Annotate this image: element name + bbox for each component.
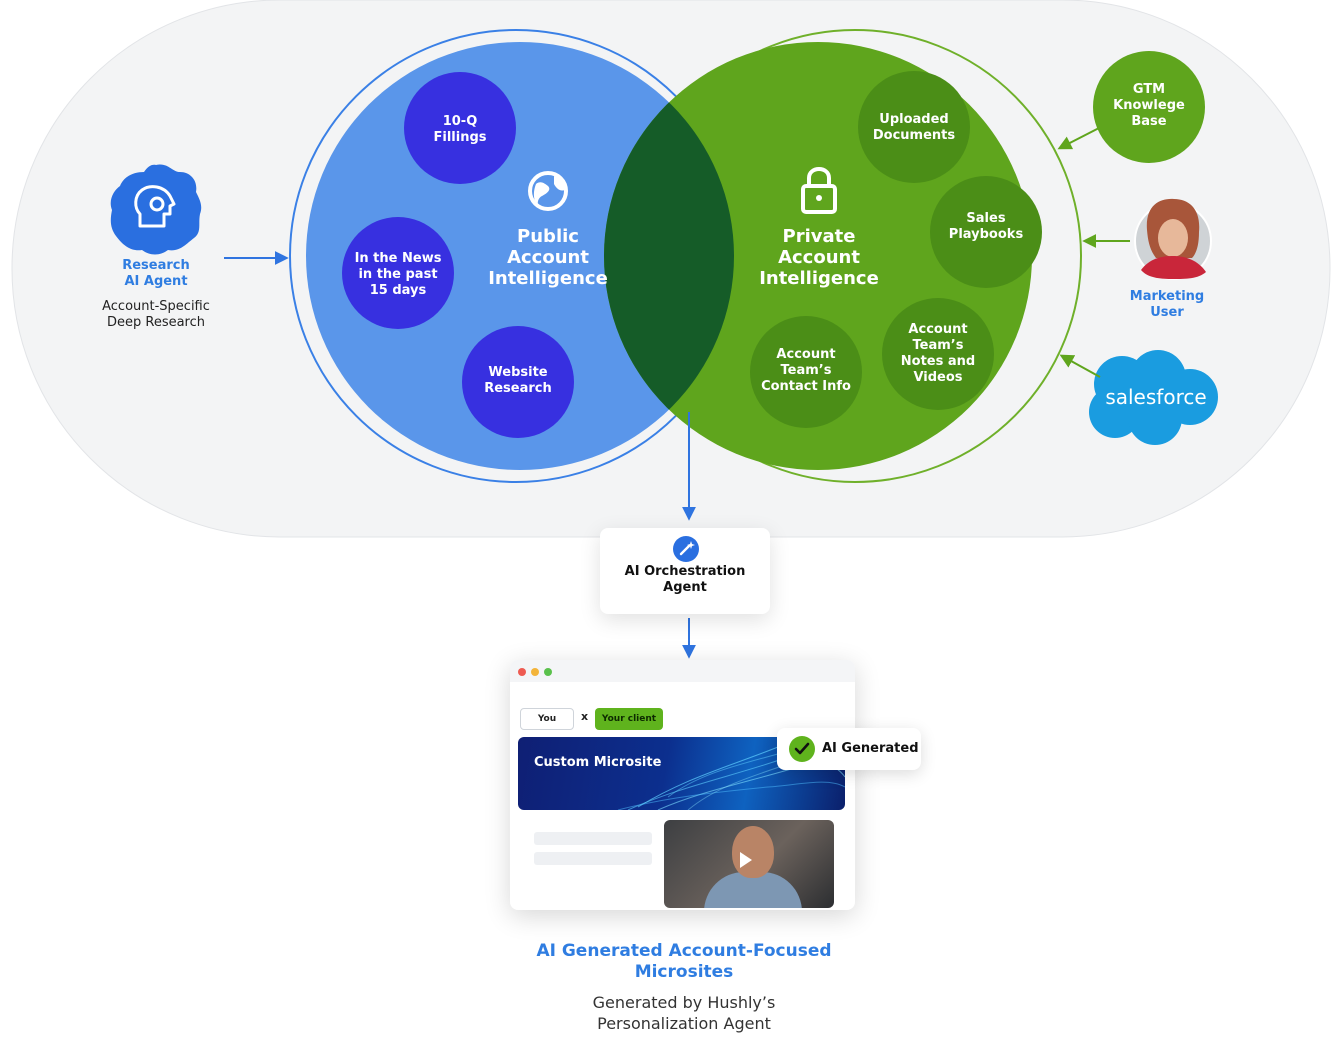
microsites-subtitle-1: Generated by Hushly’s [592,993,776,1012]
microsites-subtitle: Generated by Hushly’s Personalization Ag… [500,992,868,1034]
checkmark-badge-icon [789,736,815,762]
text-placeholder [534,852,652,865]
orchestration-label: AI Orchestration Agent [600,564,770,596]
wand-icon [673,536,699,562]
private-item-uploaded-label-2: Documents [873,128,956,143]
orchestration-label-1: AI Orchestration [624,564,746,579]
private-item-sales-label: Sales [966,211,1005,226]
chip-your-client: Your client [595,708,663,730]
chip-you: You [520,708,574,730]
research-agent: Research AI Agent Account-Specific Deep … [102,164,210,330]
avatar [1134,198,1212,280]
public-title: Public [517,226,579,247]
private-title-3: Intelligence [759,268,879,289]
text-placeholder [534,832,652,845]
microsites-title: AI Generated Account-Focused Microsites [500,941,868,983]
private-item-contact-info [750,316,862,428]
minimize-dot-icon [531,668,539,676]
public-item-news-label-2: in the past [358,267,437,282]
private-title: Private [783,226,856,247]
research-agent-desc: Account-Specific [102,299,210,314]
chip-separator: x [581,710,589,723]
private-item-notes-label-2: Team’s [913,338,964,353]
research-agent-title-2: AI Agent [124,274,187,289]
lock-icon [801,167,837,214]
private-item-uploaded-documents [858,71,970,183]
video-thumbnail[interactable] [664,820,834,908]
play-icon[interactable] [740,852,752,868]
arrow-salesforce-to-private [1059,354,1101,378]
public-item-news-label: In the News [355,251,442,266]
private-item-sales-label-2: Playbooks [949,227,1024,242]
ai-generated-label: AI Generated [822,741,919,756]
banner-title: Custom Microsite [534,755,662,770]
microsites-title-2: Microsites [634,962,734,982]
private-item-uploaded-label: Uploaded [879,112,948,127]
globe-icon [528,171,568,211]
private-item-contact-label: Account [776,347,835,362]
public-title-3: Intelligence [488,268,608,289]
salesforce-label: salesforce [1105,385,1206,409]
private-title-2: Account [778,247,860,268]
microsite-preview: You x Your client Custom Microsite [510,660,855,910]
close-dot-icon [518,668,526,676]
marketing-user-label: Marketing [1130,289,1204,304]
orchestration-agent-card: AI Orchestration Agent [600,528,770,614]
private-item-notes-label: Account [908,322,967,337]
private-item-notes-label-4: Videos [913,370,962,385]
maximize-dot-icon [544,668,552,676]
salesforce-logo: salesforce [1089,350,1218,445]
private-item-contact-label-3: Contact Info [761,379,851,394]
gtm-label: GTM [1133,82,1165,97]
microsites-title-1: AI Generated Account-Focused [536,941,832,961]
gtm-label-2: Knowlege [1113,98,1185,113]
public-item-news-label-3: 15 days [370,283,427,298]
private-item-sales-playbooks [930,176,1042,288]
public-item-10q-label-2: Fillings [433,130,486,145]
ai-generated-badge: AI Generated [777,728,921,770]
private-item-notes-videos [882,298,994,410]
public-item-website-label-2: Research [484,381,552,396]
public-item-website-label: Website [488,365,547,380]
private-item-notes-label-3: Notes and [901,354,975,369]
public-item-10q [404,72,516,184]
arrow-gtm-to-private [1057,127,1100,150]
public-item-news [342,217,454,329]
research-agent-desc-2: Deep Research [107,315,205,330]
gtm-knowledge-base [1093,51,1205,163]
public-title-2: Account [507,247,589,268]
person-face [732,826,774,878]
public-item-website [462,326,574,438]
research-agent-title: Research [122,258,190,273]
browser-titlebar [510,660,855,682]
orchestration-label-2: Agent [663,580,707,595]
private-item-contact-label-2: Team’s [781,363,832,378]
microsites-subtitle-2: Personalization Agent [597,1014,771,1033]
marketing-user-label-2: User [1150,305,1184,320]
gtm-label-3: Base [1131,114,1166,129]
public-item-10q-label: 10-Q [443,114,478,129]
